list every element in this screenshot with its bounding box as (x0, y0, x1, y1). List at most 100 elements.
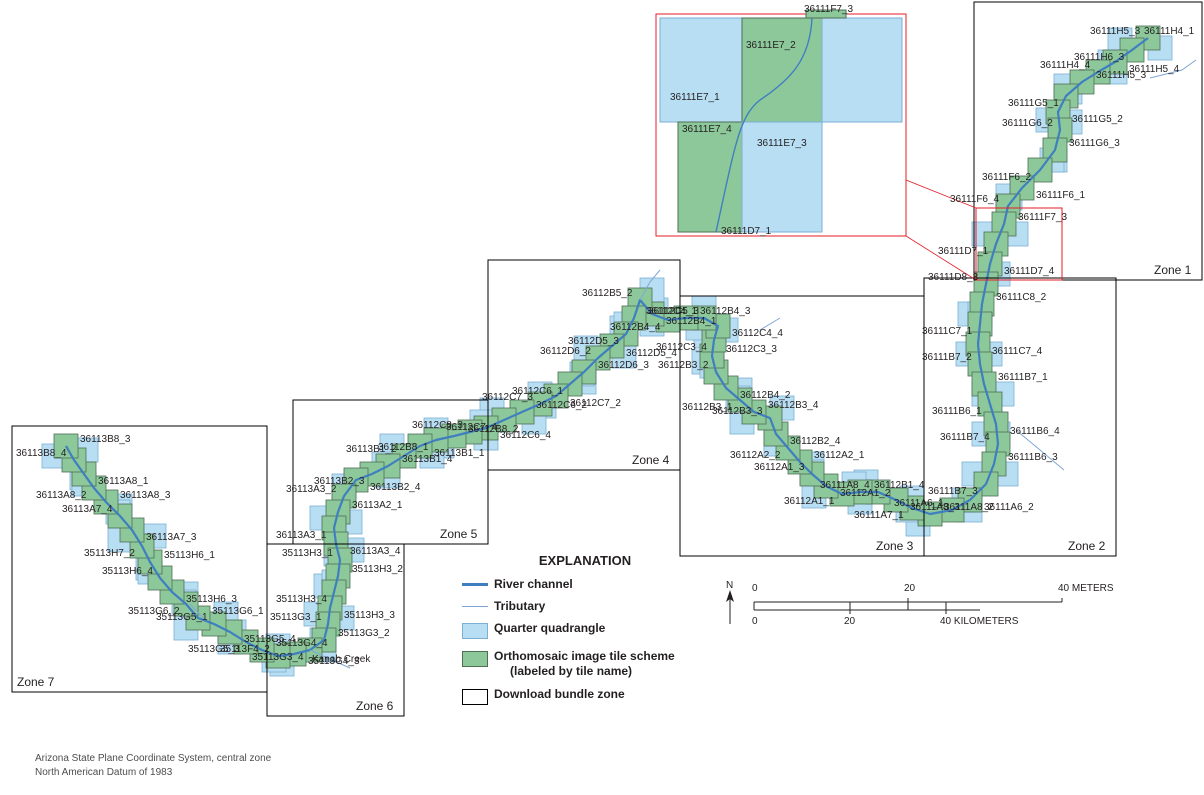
tributary (189, 603, 206, 621)
tile-label: 35113G4_3 (308, 656, 360, 667)
quarter-quadrangle (659, 17, 743, 123)
zone-boundary (487, 259, 681, 471)
tile-label: 36111E7_1 (670, 92, 720, 103)
tile-label: 36111B7_1 (998, 372, 1048, 383)
tile-label: 36111H4_4 (1040, 60, 1091, 71)
tile-label: 36111A8_4 (820, 480, 870, 491)
tile-label: 36112A1_1 (784, 496, 835, 507)
zone-label: Zone 3 (876, 539, 914, 553)
tile-label: 35113G4_4 (276, 638, 328, 649)
tile-label: 36111B7_3 (928, 486, 978, 497)
tile-label: 36111E7_2 (746, 40, 796, 51)
tile-label: 36111F6_4 (950, 194, 1000, 205)
tributary (759, 317, 781, 331)
tributary (309, 649, 351, 669)
legend: EXPLANATION River channel Tributary Quar… (460, 553, 700, 706)
tile-label: 36113A8_1 (98, 476, 149, 487)
tile-label: 36111C7_4 (992, 346, 1043, 357)
tile-label: 36111E7_4 (682, 124, 732, 135)
tile-label: 36111F7_3 (804, 4, 854, 15)
tile-label: 36112C6_1 (512, 386, 563, 397)
tile-label: 36111B6_3 (1008, 452, 1058, 463)
tile-label: 36111A7_1 (854, 510, 904, 521)
tile-label: 35113G5_4 (244, 634, 296, 645)
tile-label: 36111C8_2 (996, 292, 1047, 303)
legend-label: Download bundle zone (494, 687, 625, 701)
tile-label: 35113G6_1 (212, 606, 264, 617)
quarter-quadrangle-swatch (462, 623, 488, 639)
tile-label: 36112C6_4 (500, 430, 551, 441)
tile-label: 36112B4_4 (610, 322, 661, 333)
tile-label: 36112B5_2 (582, 288, 633, 299)
tile-label: 36113B1_2 (346, 444, 397, 455)
tile-label: 36111F6_2 (982, 172, 1032, 183)
credit-line: North American Datum of 1983 (35, 767, 173, 778)
tile-label: 36113B8_3 (80, 434, 131, 445)
tile-label: 36112C6_2 (536, 400, 587, 411)
tile-label: 36112A1_2 (840, 488, 891, 499)
tile-label: 35113H7_2 (84, 548, 135, 559)
tile-label: 36111H5_4 (1129, 64, 1180, 75)
tile-label: 36113B2_4 (370, 482, 421, 493)
tile-label: 36111H6_3 (1074, 52, 1125, 63)
tile-label: 35113G6_2 (128, 606, 180, 617)
tile-label: 36111A6_1 (894, 498, 944, 509)
tile-label: 36113A3_1 (276, 530, 327, 541)
tile-label: 36112B3_4 (768, 400, 819, 411)
inset-extent (975, 207, 1063, 281)
tile-label: 36113A8_2 (36, 490, 87, 501)
tile-label: 36112B4_2 (740, 390, 791, 401)
tile-label: 35113G3_1 (270, 612, 322, 623)
tile-label: 35113H6_4 (102, 566, 153, 577)
tile-label: 36112B1_4 (874, 480, 925, 491)
tile-label: 36111A6_2 (984, 502, 1034, 513)
tile-label: 36111B7_4 (940, 432, 990, 443)
tile-label: 36113A3_4 (350, 546, 401, 557)
tile-label: 36111A8_3 (910, 502, 960, 513)
zone-label: Zone 6 (356, 699, 394, 713)
river-channel-swatch (462, 583, 488, 586)
tile-label: 36112B3_3 (712, 406, 763, 417)
tile-label: 36111G6_3 (1069, 138, 1120, 149)
tile-label: 36112C3_4 (656, 342, 707, 353)
tile-label: 36112C4_4 (732, 328, 783, 339)
legend-item-zone: Download bundle zone (460, 684, 700, 706)
legend-label: River channel (494, 577, 573, 591)
tile-label: 36112B4_3 (700, 306, 751, 317)
legend-item-ortho: Orthomosaic image tile scheme (labeled b… (460, 646, 700, 684)
legend-label: Orthomosaic image tile scheme (494, 649, 675, 663)
zone-boundary (11, 425, 268, 693)
tile-label: 36111D7_1 (721, 226, 772, 237)
orthomosaic-tile (805, 9, 847, 19)
legend-label: Tributary (494, 599, 546, 613)
quarter-quadrangle (821, 17, 903, 123)
tile-label: 36112C7_4 (446, 422, 497, 433)
zone-label: Zone 7 (17, 675, 55, 689)
tile-label: 36111B6_1 (932, 406, 982, 417)
tile-label: 36112B8_2 (468, 424, 519, 435)
north-arrow-label: N (726, 580, 733, 591)
tile-label: 35113G5_1 (156, 612, 208, 623)
tile-label: 36111B6_4 (1010, 426, 1060, 437)
tile-label: 36111D7_1 (938, 246, 989, 257)
river-channel (65, 37, 1149, 658)
tile-label: 35113H6_3 (186, 594, 237, 605)
scale-tick-label: 40 METERS (1058, 583, 1114, 594)
tile-label: 36111H4_1 (1144, 26, 1195, 37)
legend-item-quad: Quarter quadrangle (460, 618, 700, 646)
scale-tick-label: 40 KILOMETERS (940, 616, 1019, 627)
tile-label: 36111D8_3 (928, 272, 979, 283)
legend-item-river: River channel (460, 574, 700, 596)
tile-label: 36113B2_3 (314, 476, 365, 487)
tile-label: 36112D6_3 (598, 360, 649, 371)
zone-label: Zone 5 (440, 527, 478, 541)
tile-label: 36112B8_1 (378, 442, 429, 453)
tile-label: 36112C3_3 (726, 344, 777, 355)
tile-label: 36112A2_2 (730, 450, 781, 461)
tile-label: 35113F4_2 (220, 644, 270, 655)
north-arrow-icon (726, 590, 734, 602)
zone-boundary (973, 1, 1203, 281)
legend-label: Quarter quadrangle (494, 621, 606, 635)
tile-label: 36113B1_4 (402, 454, 453, 465)
zone-label: Zone 1 (1154, 263, 1192, 277)
